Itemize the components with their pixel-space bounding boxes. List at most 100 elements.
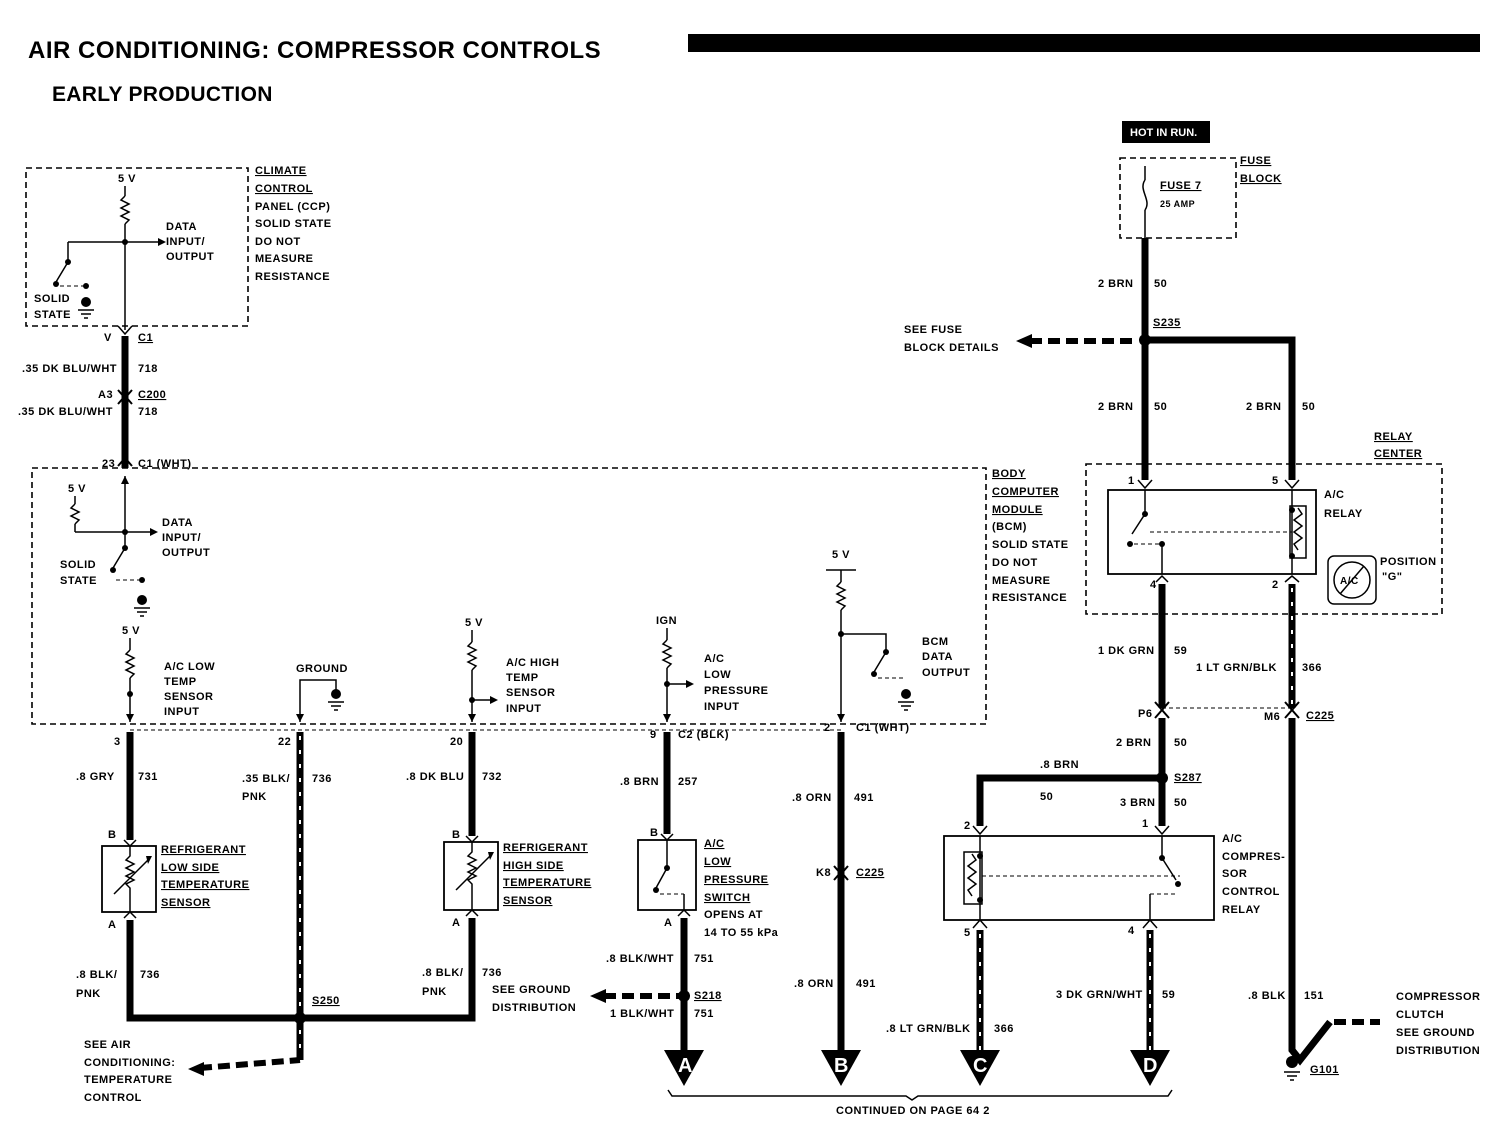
svg-text:A: A <box>452 917 460 929</box>
svg-text:2 BRN: 2 BRN <box>1246 401 1282 413</box>
svg-text:PNK: PNK <box>422 986 447 998</box>
svg-text:V: V <box>104 332 112 344</box>
svg-text:BCM: BCM <box>922 636 949 648</box>
svg-text:CLUTCH: CLUTCH <box>1396 1009 1444 1021</box>
low-side-temp-sensor <box>101 845 157 913</box>
svg-text:OUTPUT: OUTPUT <box>162 547 210 559</box>
svg-text:INPUT: INPUT <box>164 706 200 718</box>
svg-text:SOLID: SOLID <box>34 293 70 305</box>
connector-c[interactable]: C <box>960 1050 1000 1086</box>
svg-text:INPUT/: INPUT/ <box>166 236 205 248</box>
svg-text:SENSOR: SENSOR <box>161 897 210 909</box>
svg-text:TEMPERATURE: TEMPERATURE <box>161 879 249 891</box>
svg-text:K8: K8 <box>816 867 831 879</box>
svg-text:INPUT: INPUT <box>704 701 740 713</box>
svg-text:MODULE: MODULE <box>992 504 1043 516</box>
svg-text:366: 366 <box>994 1023 1014 1035</box>
svg-text:5 V: 5 V <box>465 617 483 629</box>
svg-text:A3: A3 <box>98 389 113 401</box>
svg-text:.8 BLK/WHT: .8 BLK/WHT <box>606 953 674 965</box>
page-subtitle: EARLY PRODUCTION <box>52 83 273 106</box>
svg-text:A/C: A/C <box>1222 833 1242 845</box>
svg-text:MEASURE: MEASURE <box>992 575 1051 587</box>
svg-text:BLOCK DETAILS: BLOCK DETAILS <box>904 342 999 354</box>
svg-text:OUTPUT: OUTPUT <box>922 667 970 679</box>
svg-text:C225: C225 <box>1306 710 1334 722</box>
title-rule <box>688 34 1480 52</box>
svg-text:.8 BLK/: .8 BLK/ <box>422 967 463 979</box>
svg-text:4: 4 <box>1128 925 1135 937</box>
svg-text:1 LT GRN/BLK: 1 LT GRN/BLK <box>1196 662 1277 674</box>
svg-text:.8 ORN: .8 ORN <box>794 978 834 990</box>
svg-text:736: 736 <box>140 969 160 981</box>
svg-text:25 AMP: 25 AMP <box>1160 199 1195 209</box>
svg-text:.8 LT GRN/BLK: .8 LT GRN/BLK <box>886 1023 971 1035</box>
svg-text:50: 50 <box>1174 797 1187 809</box>
connector-b[interactable]: B <box>821 1050 861 1086</box>
ccp-5v-label: 5 V <box>118 173 136 185</box>
svg-text:TEMPERATURE: TEMPERATURE <box>503 877 591 889</box>
svg-text:SENSOR: SENSOR <box>506 687 555 699</box>
svg-text:S235: S235 <box>1153 317 1181 329</box>
svg-text:732: 732 <box>482 771 502 783</box>
svg-text:SOLID STATE: SOLID STATE <box>255 218 332 230</box>
svg-text:CONDITIONING:: CONDITIONING: <box>84 1057 175 1069</box>
svg-text:S287: S287 <box>1174 772 1202 784</box>
svg-text:22: 22 <box>278 736 291 748</box>
svg-text:P6: P6 <box>1138 708 1152 720</box>
svg-text:SENSOR: SENSOR <box>164 691 213 703</box>
svg-text:PNK: PNK <box>76 988 101 1000</box>
svg-text:.8 BLK: .8 BLK <box>1248 990 1286 1002</box>
svg-text:DO NOT: DO NOT <box>255 236 301 248</box>
svg-text:RESISTANCE: RESISTANCE <box>255 271 330 283</box>
svg-text:CONTROL: CONTROL <box>84 1092 142 1104</box>
svg-text:C: C <box>973 1055 987 1077</box>
svg-text:HOT IN RUN.: HOT IN RUN. <box>1130 127 1197 139</box>
svg-text:A/C LOW: A/C LOW <box>164 661 215 673</box>
svg-text:3 DK GRN/WHT: 3 DK GRN/WHT <box>1056 989 1143 1001</box>
svg-text:5: 5 <box>1272 475 1279 487</box>
climate-control-panel: 5 V DATA INPUT/ OUTPUT SOLID STATE <box>25 167 249 330</box>
svg-text:PRESSURE: PRESSURE <box>704 874 769 886</box>
svg-text:A: A <box>108 919 116 931</box>
svg-text:20: 20 <box>450 736 463 748</box>
connector-a[interactable]: A <box>664 1050 704 1086</box>
svg-text:C1 (WHT): C1 (WHT) <box>138 458 192 470</box>
svg-text:RELAY: RELAY <box>1222 904 1261 916</box>
svg-text:SWITCH: SWITCH <box>704 892 750 904</box>
svg-text:REFRIGERANT: REFRIGERANT <box>503 842 588 854</box>
svg-text:751: 751 <box>694 953 714 965</box>
svg-text:731: 731 <box>138 771 158 783</box>
svg-text:DATA: DATA <box>922 651 953 663</box>
svg-text:2: 2 <box>824 722 831 734</box>
svg-text:C1: C1 <box>138 332 153 344</box>
svg-text:DISTRIBUTION: DISTRIBUTION <box>492 1002 576 1014</box>
svg-text:GROUND: GROUND <box>296 663 348 675</box>
svg-text:CENTER: CENTER <box>1374 448 1422 460</box>
svg-text:C1 (WHT): C1 (WHT) <box>856 722 910 734</box>
continuation-brace <box>667 1089 1173 1101</box>
relay-center <box>1085 463 1443 615</box>
svg-text:(BCM): (BCM) <box>992 521 1027 533</box>
body-computer-module: 5 V DATA INPUT/ OUTPUT SOLID STATE 5 V A… <box>31 467 987 725</box>
svg-text:RESISTANCE: RESISTANCE <box>992 592 1067 604</box>
svg-text:B: B <box>108 829 116 841</box>
low-pressure-switch <box>637 839 697 911</box>
svg-text:STATE: STATE <box>34 309 71 321</box>
svg-text:366: 366 <box>1302 662 1322 674</box>
svg-text:REFRIGERANT: REFRIGERANT <box>161 844 246 856</box>
svg-text:2 BRN: 2 BRN <box>1098 278 1134 290</box>
svg-text:.35 DK BLU/WHT: .35 DK BLU/WHT <box>22 363 117 375</box>
svg-text:SEE AIR: SEE AIR <box>84 1039 131 1051</box>
svg-text:RELAY: RELAY <box>1324 508 1363 520</box>
svg-text:STATE: STATE <box>60 575 97 587</box>
svg-text:2 BRN: 2 BRN <box>1116 737 1152 749</box>
svg-text:1: 1 <box>1128 475 1135 487</box>
svg-text:SOR: SOR <box>1222 868 1247 880</box>
svg-text:SENSOR: SENSOR <box>503 895 552 907</box>
svg-text:CONTROL: CONTROL <box>255 183 313 195</box>
svg-text:LOW: LOW <box>704 669 731 681</box>
svg-text:A/C: A/C <box>1340 576 1359 587</box>
connector-d[interactable]: D <box>1130 1050 1170 1086</box>
